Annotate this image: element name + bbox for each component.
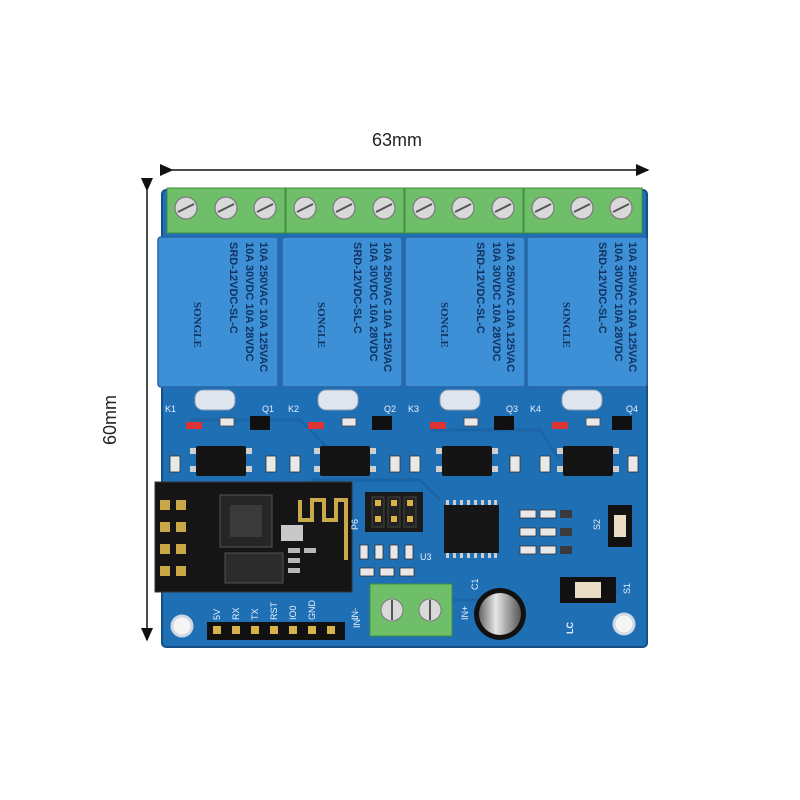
channel-components: K1 K2 K3 K4 Q1 Q2 Q3 Q4: [165, 404, 639, 476]
pin-label: TX: [250, 608, 260, 620]
switch-label: S2: [592, 519, 602, 530]
q-label: Q3: [506, 404, 518, 414]
relay-4: 10A 250VAC 10A 125VAC 10A 30VDC 10A 28VD…: [526, 236, 648, 388]
ic-label: U3: [420, 552, 432, 562]
jumper-block: P6: [350, 492, 423, 532]
relay-rating-1: 10A 250VAC 10A 125VAC: [257, 242, 269, 372]
power-minus-label: IN-: [352, 616, 362, 628]
jumper-label: P6: [350, 519, 360, 530]
relay-model: SRD-12VDC-SL-C: [596, 242, 608, 334]
mounting-hole: [170, 614, 194, 638]
relay-rating-1: 10A 250VAC 10A 125VAC: [504, 242, 516, 372]
pin-label: 5V: [212, 609, 222, 620]
relay-model: SRD-12VDC-SL-C: [474, 242, 486, 334]
lc-label: LC: [565, 622, 575, 634]
pin-label: IO0: [288, 605, 298, 620]
relay-rating-2: 10A 30VDC 10A 28VDC: [367, 242, 379, 362]
push-button-s2: S2: [592, 505, 632, 547]
relay-1: 10A 250VAC 10A 125VAC 10A 30VDC 10A 28VD…: [157, 236, 279, 388]
relay-model: SRD-12VDC-SL-C: [227, 242, 239, 334]
power-plus-label: IN+: [460, 606, 470, 620]
push-button-s1: S1: [560, 577, 632, 603]
esp01-module: [154, 481, 353, 593]
relay-model: SRD-12VDC-SL-C: [351, 242, 363, 334]
relay-2: 10A 250VAC 10A 125VAC 10A 30VDC 10A 28VD…: [281, 236, 403, 388]
relay-brand: SONGLE: [315, 302, 327, 348]
electrolytic-capacitor: C1: [470, 578, 526, 640]
relay-rating-1: 10A 250VAC 10A 125VAC: [626, 242, 638, 372]
k-label: K1: [165, 404, 176, 414]
width-dimension-label: 63mm: [372, 130, 423, 150]
terminal-blocks: [166, 187, 643, 234]
header-pins: 5V RX TX RST IO0 GND IN-: [207, 600, 360, 640]
pin-label: IN-: [350, 608, 360, 620]
pin-label: RST: [269, 601, 279, 620]
pin-label: RX: [231, 607, 241, 620]
mounting-hole: [612, 612, 636, 636]
q-label: Q4: [626, 404, 638, 414]
relay-rating-2: 10A 30VDC 10A 28VDC: [243, 242, 255, 362]
relay-rating-1: 10A 250VAC 10A 125VAC: [381, 242, 393, 372]
relay-rating-2: 10A 30VDC 10A 28VDC: [612, 242, 624, 362]
switch-label: S1: [622, 583, 632, 594]
k-label: K2: [288, 404, 299, 414]
main-ic: U3: [420, 500, 499, 562]
cap-label: C1: [470, 578, 480, 590]
status-leds: [519, 509, 572, 555]
relay-brand: SONGLE: [438, 302, 450, 348]
pin-label: GND: [307, 600, 317, 621]
k-label: K4: [530, 404, 541, 414]
relay-brand: SONGLE: [560, 302, 572, 348]
relay-brand: SONGLE: [191, 302, 203, 348]
relay-rating-2: 10A 30VDC 10A 28VDC: [490, 242, 502, 362]
q-label: Q1: [262, 404, 274, 414]
k-label: K3: [408, 404, 419, 414]
q-label: Q2: [384, 404, 396, 414]
relay-3: 10A 250VAC 10A 125VAC 10A 30VDC 10A 28VD…: [404, 236, 526, 388]
power-input-terminal: IN+ IN-: [352, 583, 470, 637]
